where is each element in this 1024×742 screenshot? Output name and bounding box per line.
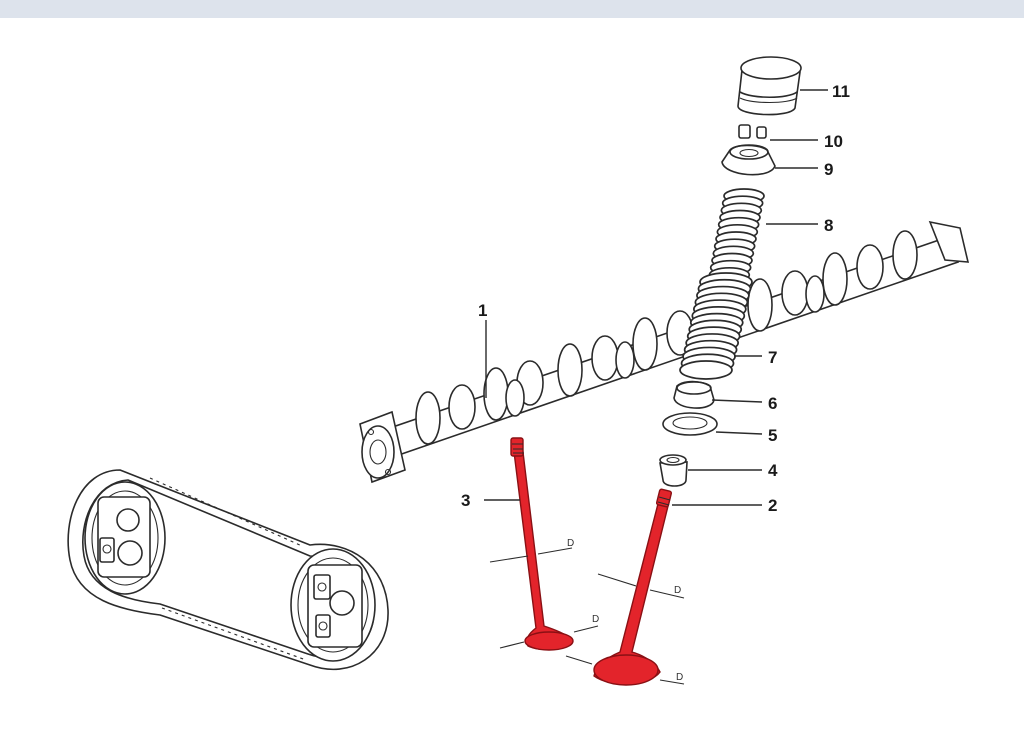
- intake-valve: [510, 437, 574, 651]
- callout-labels: 1 2 3 4 5 6 7 8 9 10 11: [461, 82, 850, 515]
- dim-stem-exhaust: D: [674, 585, 681, 596]
- callout-10: 10: [824, 132, 843, 151]
- right-sprocket: [290, 548, 376, 662]
- valve-spring-outer: [679, 272, 753, 380]
- bucket-tappet: [737, 56, 802, 116]
- camshaft-flange: [359, 410, 406, 484]
- spring-seat: [673, 380, 715, 409]
- callout-9: 9: [824, 160, 833, 179]
- callout-leaders: [484, 89, 828, 506]
- callout-1: 1: [478, 301, 487, 320]
- dim-stem-intake: D: [567, 538, 574, 549]
- dim-head-exhaust: D: [676, 672, 683, 683]
- callout-2: 2: [768, 496, 777, 515]
- camshaft: [359, 220, 970, 484]
- timing-chain-assembly: [67, 469, 389, 671]
- callout-4: 4: [768, 461, 778, 480]
- left-sprocket: [84, 481, 166, 595]
- spring-coil: [679, 360, 733, 380]
- cam-lobes: [415, 230, 918, 445]
- callout-6: 6: [768, 394, 777, 413]
- valve-keepers: [738, 124, 767, 139]
- callout-7: 7: [768, 348, 777, 367]
- callout-11: 11: [832, 82, 850, 101]
- spring-retainer: [721, 144, 776, 176]
- camshaft-journals: [505, 275, 825, 417]
- callout-3: 3: [461, 491, 470, 510]
- header-bar: [0, 0, 1024, 18]
- exhaust-valve: [593, 488, 673, 686]
- dim-head-intake: D: [592, 614, 599, 625]
- callout-8: 8: [824, 216, 833, 235]
- callout-5: 5: [768, 426, 777, 445]
- dimension-marks: D D D D: [489, 538, 685, 685]
- valve-stem-seal: [659, 454, 688, 487]
- washer: [662, 412, 718, 436]
